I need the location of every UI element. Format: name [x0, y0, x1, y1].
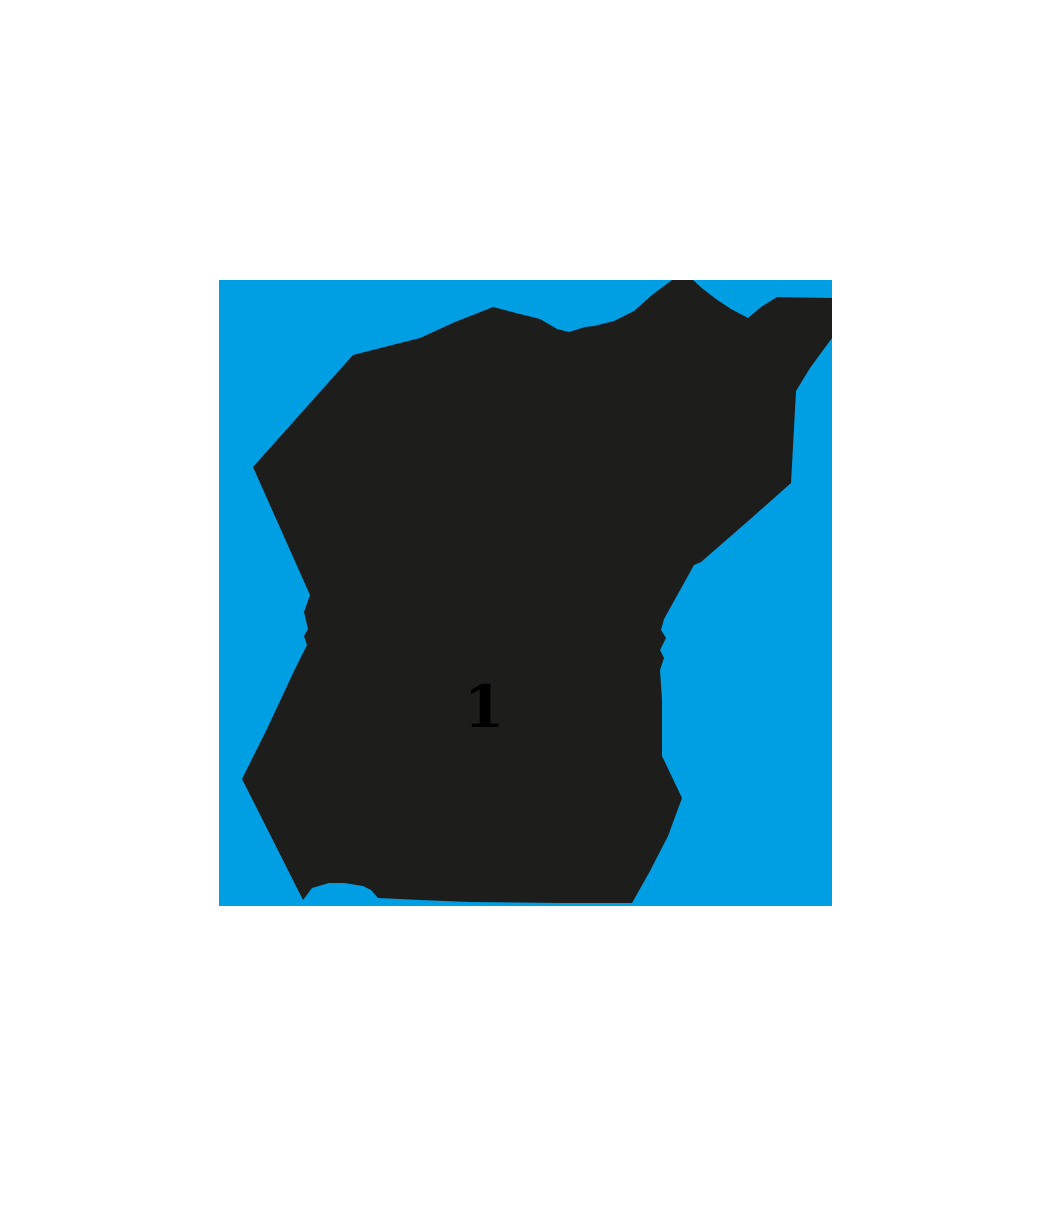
site-marker-label: 1: [464, 673, 504, 741]
landmass-silhouette: [242, 280, 832, 903]
